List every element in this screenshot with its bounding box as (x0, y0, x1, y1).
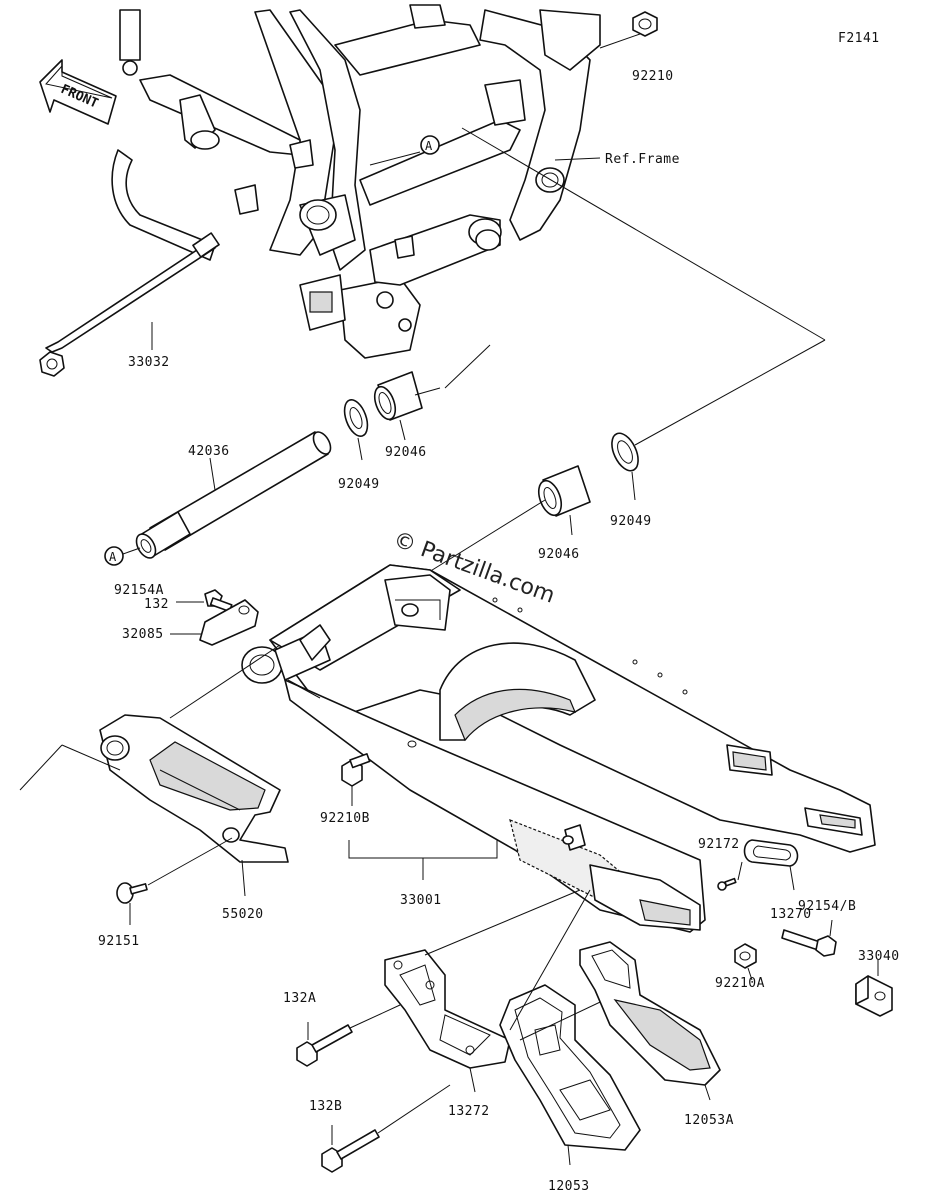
chain-guide-12053a (579, 941, 721, 1086)
bolt-92154b (781, 929, 837, 957)
clamp-33040 (855, 975, 893, 1017)
label-92046-upper: 92046 (385, 445, 427, 460)
label-12053a: 12053A (684, 1113, 734, 1128)
chain-guide-12053 (499, 984, 641, 1151)
label-33040: 33040 (858, 949, 900, 964)
screw-92151 (116, 882, 148, 904)
chain-guard-55020 (99, 714, 289, 863)
label-92049-right: 92049 (610, 514, 652, 529)
pivot-bolt-33032 (39, 232, 220, 377)
ref-frame-label: Ref.Frame (605, 152, 680, 167)
bolt-92154a (204, 589, 233, 613)
callout-a-frame (420, 135, 440, 155)
label-92154a: 92154A (114, 583, 164, 598)
bracket-32085 (199, 599, 259, 646)
callout-a-shaft-label: A (109, 550, 117, 564)
callout-a-shaft (104, 546, 124, 566)
label-32085: 32085 (122, 627, 164, 642)
pivot-shaft-42036 (135, 431, 332, 559)
nut-92210 (632, 11, 658, 37)
label-42036: 42036 (188, 444, 230, 459)
figure-id: F2141 (838, 31, 880, 46)
screw-92172 (717, 877, 737, 891)
label-12053: 12053 (548, 1179, 590, 1194)
label-92210: 92210 (632, 69, 674, 84)
label-132a: 132A (283, 991, 316, 1006)
label-13272: 13272 (448, 1104, 490, 1119)
label-132b: 132B (309, 1099, 342, 1114)
front-arrow-icon: FRONT (39, 59, 117, 125)
guide-plate-13272 (384, 949, 511, 1069)
seal-92049-right (611, 432, 639, 472)
plate-13270 (743, 839, 799, 867)
bearing-92046-right (537, 465, 591, 517)
swingarm-33001 (241, 564, 876, 933)
bearing-92046-upper (373, 371, 423, 421)
bolt-92210b (341, 753, 371, 787)
label-92046-right: 92046 (538, 547, 580, 562)
label-92172: 92172 (698, 837, 740, 852)
label-92210b: 92210B (320, 811, 370, 826)
label-92151: 92151 (98, 934, 140, 949)
label-55020: 55020 (222, 907, 264, 922)
frame-drawing (111, 4, 601, 359)
label-92049-upper: 92049 (338, 477, 380, 492)
callout-a-frame-label: A (425, 139, 433, 153)
label-92210a: 92210A (715, 976, 765, 991)
label-13270: 13270 (770, 907, 812, 922)
label-132: 132 (144, 597, 169, 612)
bolt-132b (321, 1129, 380, 1173)
label-92154b-text: 92154/B (798, 899, 856, 914)
nut-92210a (734, 943, 757, 969)
label-33032: 33032 (128, 355, 170, 370)
bolt-132a (296, 1024, 353, 1067)
seal-92049-upper (343, 399, 369, 437)
label-33001: 33001 (400, 893, 442, 908)
